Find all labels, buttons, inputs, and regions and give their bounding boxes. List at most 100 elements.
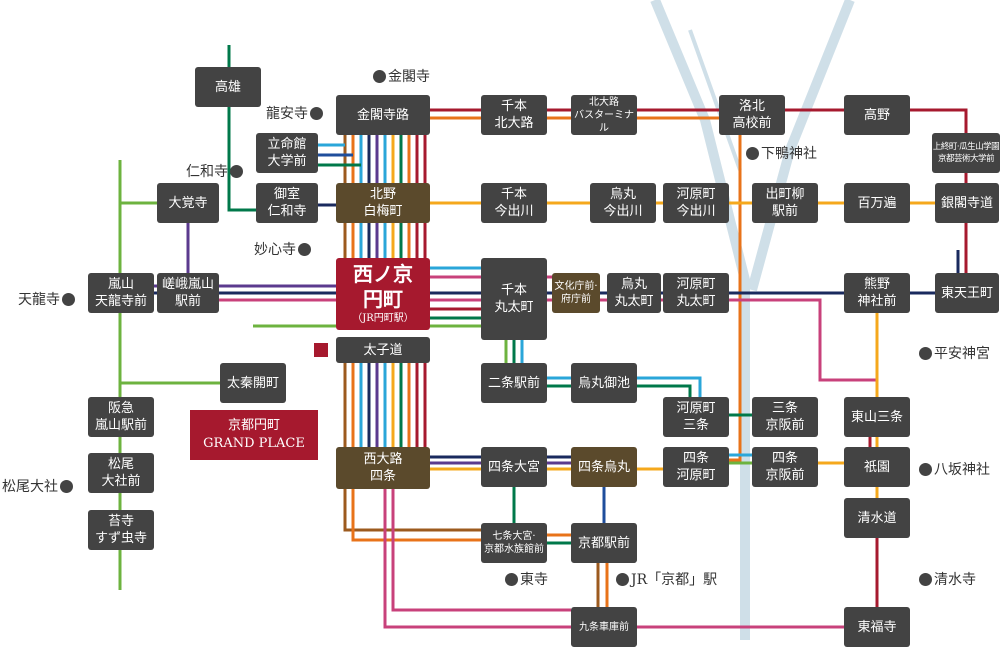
landmark-dot-icon: [310, 106, 323, 120]
station-kokedera[interactable]: 苔寺 すず虫寺: [88, 510, 154, 550]
bus-line: [637, 384, 692, 397]
station-kawaramachi-sanjo[interactable]: 河原町 三条: [663, 397, 729, 437]
property-name-1: 京都円町: [227, 418, 280, 433]
river-takano: [747, 0, 855, 292]
landmark-dot-icon: [919, 462, 932, 476]
landmark-label: 清水寺: [934, 572, 976, 588]
landmark-label: 妙心寺: [254, 242, 296, 258]
bus-line: [383, 489, 571, 629]
landmark-dot-icon: [298, 242, 311, 256]
station-arashiyama-tenryuji[interactable]: 嵐山 天龍寺前: [88, 273, 154, 313]
station-shijo-kawaramachi[interactable]: 四条 河原町: [663, 447, 729, 487]
landmark-dot-icon: [60, 479, 73, 493]
station-kawaramachi-imadegawa[interactable]: 河原町 今出川: [663, 183, 729, 223]
station-rakuhoku[interactable]: 洛北 高校前: [719, 95, 785, 135]
station-saga-arashiyama[interactable]: 嵯峨嵐山 駅前: [157, 273, 219, 313]
station-hankyu-arashiyama[interactable]: 阪急 嵐山駅前: [88, 397, 154, 437]
station-senbon-marutamachi[interactable]: 千本 丸太町: [481, 258, 547, 340]
home-station-name-2: 円町: [363, 287, 403, 311]
station-ginkakuji[interactable]: 銀閣寺道: [935, 183, 999, 223]
property-label: 京都円町 GRAND PLACE: [190, 410, 318, 460]
landmark-yasaka: 八坂神社: [919, 459, 990, 479]
landmark-myoshinji: 妙心寺: [254, 239, 311, 259]
station-shijo-omiya[interactable]: 四条大宮: [481, 447, 547, 487]
landmark-dot-icon: [230, 164, 243, 178]
station-takano[interactable]: 高野: [844, 95, 910, 135]
landmark-dot-icon: [505, 572, 518, 586]
station-shijo-keihan[interactable]: 四条 京阪前: [752, 447, 818, 487]
river-branch: [688, 29, 742, 171]
station-karasuma-oike[interactable]: 烏丸御池: [571, 363, 637, 403]
landmark-matsuo-taisha: 松尾大社: [2, 476, 73, 496]
station-takao[interactable]: 高雄: [195, 67, 261, 107]
landmark-dot-icon: [62, 292, 75, 306]
station-taishimichi[interactable]: 太子道: [336, 337, 430, 363]
landmark-ninnaji: 仁和寺: [186, 161, 243, 181]
station-uzumasa[interactable]: 太秦開町: [220, 363, 286, 403]
landmark-label: 東寺: [520, 572, 548, 588]
station-bunkacho[interactable]: 文化庁前· 府庁前: [552, 273, 600, 313]
landmark-dot-icon: [616, 572, 629, 586]
property-name-2: GRAND PLACE: [203, 436, 305, 451]
landmark-label: 平安神宮: [934, 346, 990, 362]
station-daikakuji[interactable]: 大覚寺: [157, 183, 219, 223]
bus-line: [227, 107, 256, 212]
bus-line: [351, 489, 481, 542]
landmark-jr-kyoto: JR「京都」駅: [616, 569, 717, 589]
landmark-label: 金閣寺: [388, 69, 430, 85]
station-kitano[interactable]: 北野 白梅町: [336, 183, 430, 223]
station-shichijo-omiya[interactable]: 七条大宮· 京都水族館前: [481, 523, 547, 563]
landmark-ryoanji: 龍安寺: [266, 103, 323, 123]
landmark-heian: 平安神宮: [919, 343, 990, 363]
station-kawaramachi-marutamachi[interactable]: 河原町 丸太町: [663, 273, 729, 313]
landmark-kinkakuji: 金閣寺: [373, 66, 430, 86]
station-kitaoji-bt[interactable]: 北大路 バスターミナル: [571, 95, 637, 135]
station-kujo[interactable]: 九条車庫前: [571, 607, 637, 647]
landmark-label: 龍安寺: [266, 106, 308, 122]
landmark-dot-icon: [373, 69, 386, 83]
station-tofukuji[interactable]: 東福寺: [844, 607, 910, 647]
station-karasuma-marutamachi[interactable]: 烏丸 丸太町: [607, 273, 661, 313]
landmark-dot-icon: [746, 146, 759, 160]
station-shijo-karasuma[interactable]: 四条烏丸: [571, 447, 637, 487]
landmark-tenryuji: 天龍寺: [18, 289, 75, 309]
bus-line: [343, 489, 481, 532]
station-higashitenno[interactable]: 東天王町: [935, 273, 999, 313]
station-matsuo[interactable]: 松尾 大社前: [88, 453, 154, 493]
station-senbon-imadegawa[interactable]: 千本 今出川: [481, 183, 547, 223]
landmark-kiyomizu: 清水寺: [919, 569, 976, 589]
home-station-nishinokyo-enmachi[interactable]: 西ノ京 円町 （JR円町駅）: [336, 258, 430, 330]
bus-line: [430, 108, 968, 133]
landmark-label: 仁和寺: [186, 164, 228, 180]
station-kamihate[interactable]: 上終町·瓜生山学園 京都芸術大学前: [932, 133, 1000, 173]
station-omuro[interactable]: 御室 仁和寺: [256, 183, 318, 223]
home-station-sub: （JR円町駅）: [352, 313, 414, 324]
station-hyakumanben[interactable]: 百万遍: [844, 183, 910, 223]
station-kumano[interactable]: 熊野 神社前: [844, 273, 910, 313]
landmark-label: 下鴨神社: [761, 146, 817, 162]
station-ritsumeikan[interactable]: 立命館 大学前: [256, 133, 318, 173]
landmark-label: 松尾大社: [2, 479, 58, 495]
landmark-dot-icon: [919, 346, 932, 360]
station-kinkakujimichi[interactable]: 金閣寺路: [336, 95, 430, 135]
landmark-dot-icon: [919, 572, 932, 586]
landmark-label: JR「京都」駅: [631, 572, 718, 588]
property-marker: [314, 343, 328, 357]
station-kiyomizumichi[interactable]: 清水道: [844, 498, 910, 538]
landmark-label: 八坂神社: [934, 462, 990, 478]
station-karasuma-imadegawa[interactable]: 烏丸 今出川: [590, 183, 656, 223]
landmark-toji: 東寺: [505, 569, 548, 589]
landmark-label: 天龍寺: [18, 292, 60, 308]
station-gion[interactable]: 祇園: [844, 447, 910, 487]
station-higashiyama-sanjo[interactable]: 東山三条: [844, 397, 910, 437]
home-station-name-1: 西ノ京: [353, 262, 413, 286]
landmark-shimogamo: 下鴨神社: [746, 143, 817, 163]
station-kyoto-ekimae[interactable]: 京都駅前: [571, 523, 637, 563]
station-senbon-kitaoji[interactable]: 千本 北大路: [481, 95, 547, 135]
bus-line: [391, 489, 571, 612]
station-demachi[interactable]: 出町柳 駅前: [752, 183, 818, 223]
station-sanjo-keihan[interactable]: 三条 京阪前: [752, 397, 818, 437]
station-nishioji-shijo[interactable]: 西大路 四条: [336, 447, 430, 489]
station-nijo[interactable]: 二条駅前: [481, 363, 547, 403]
